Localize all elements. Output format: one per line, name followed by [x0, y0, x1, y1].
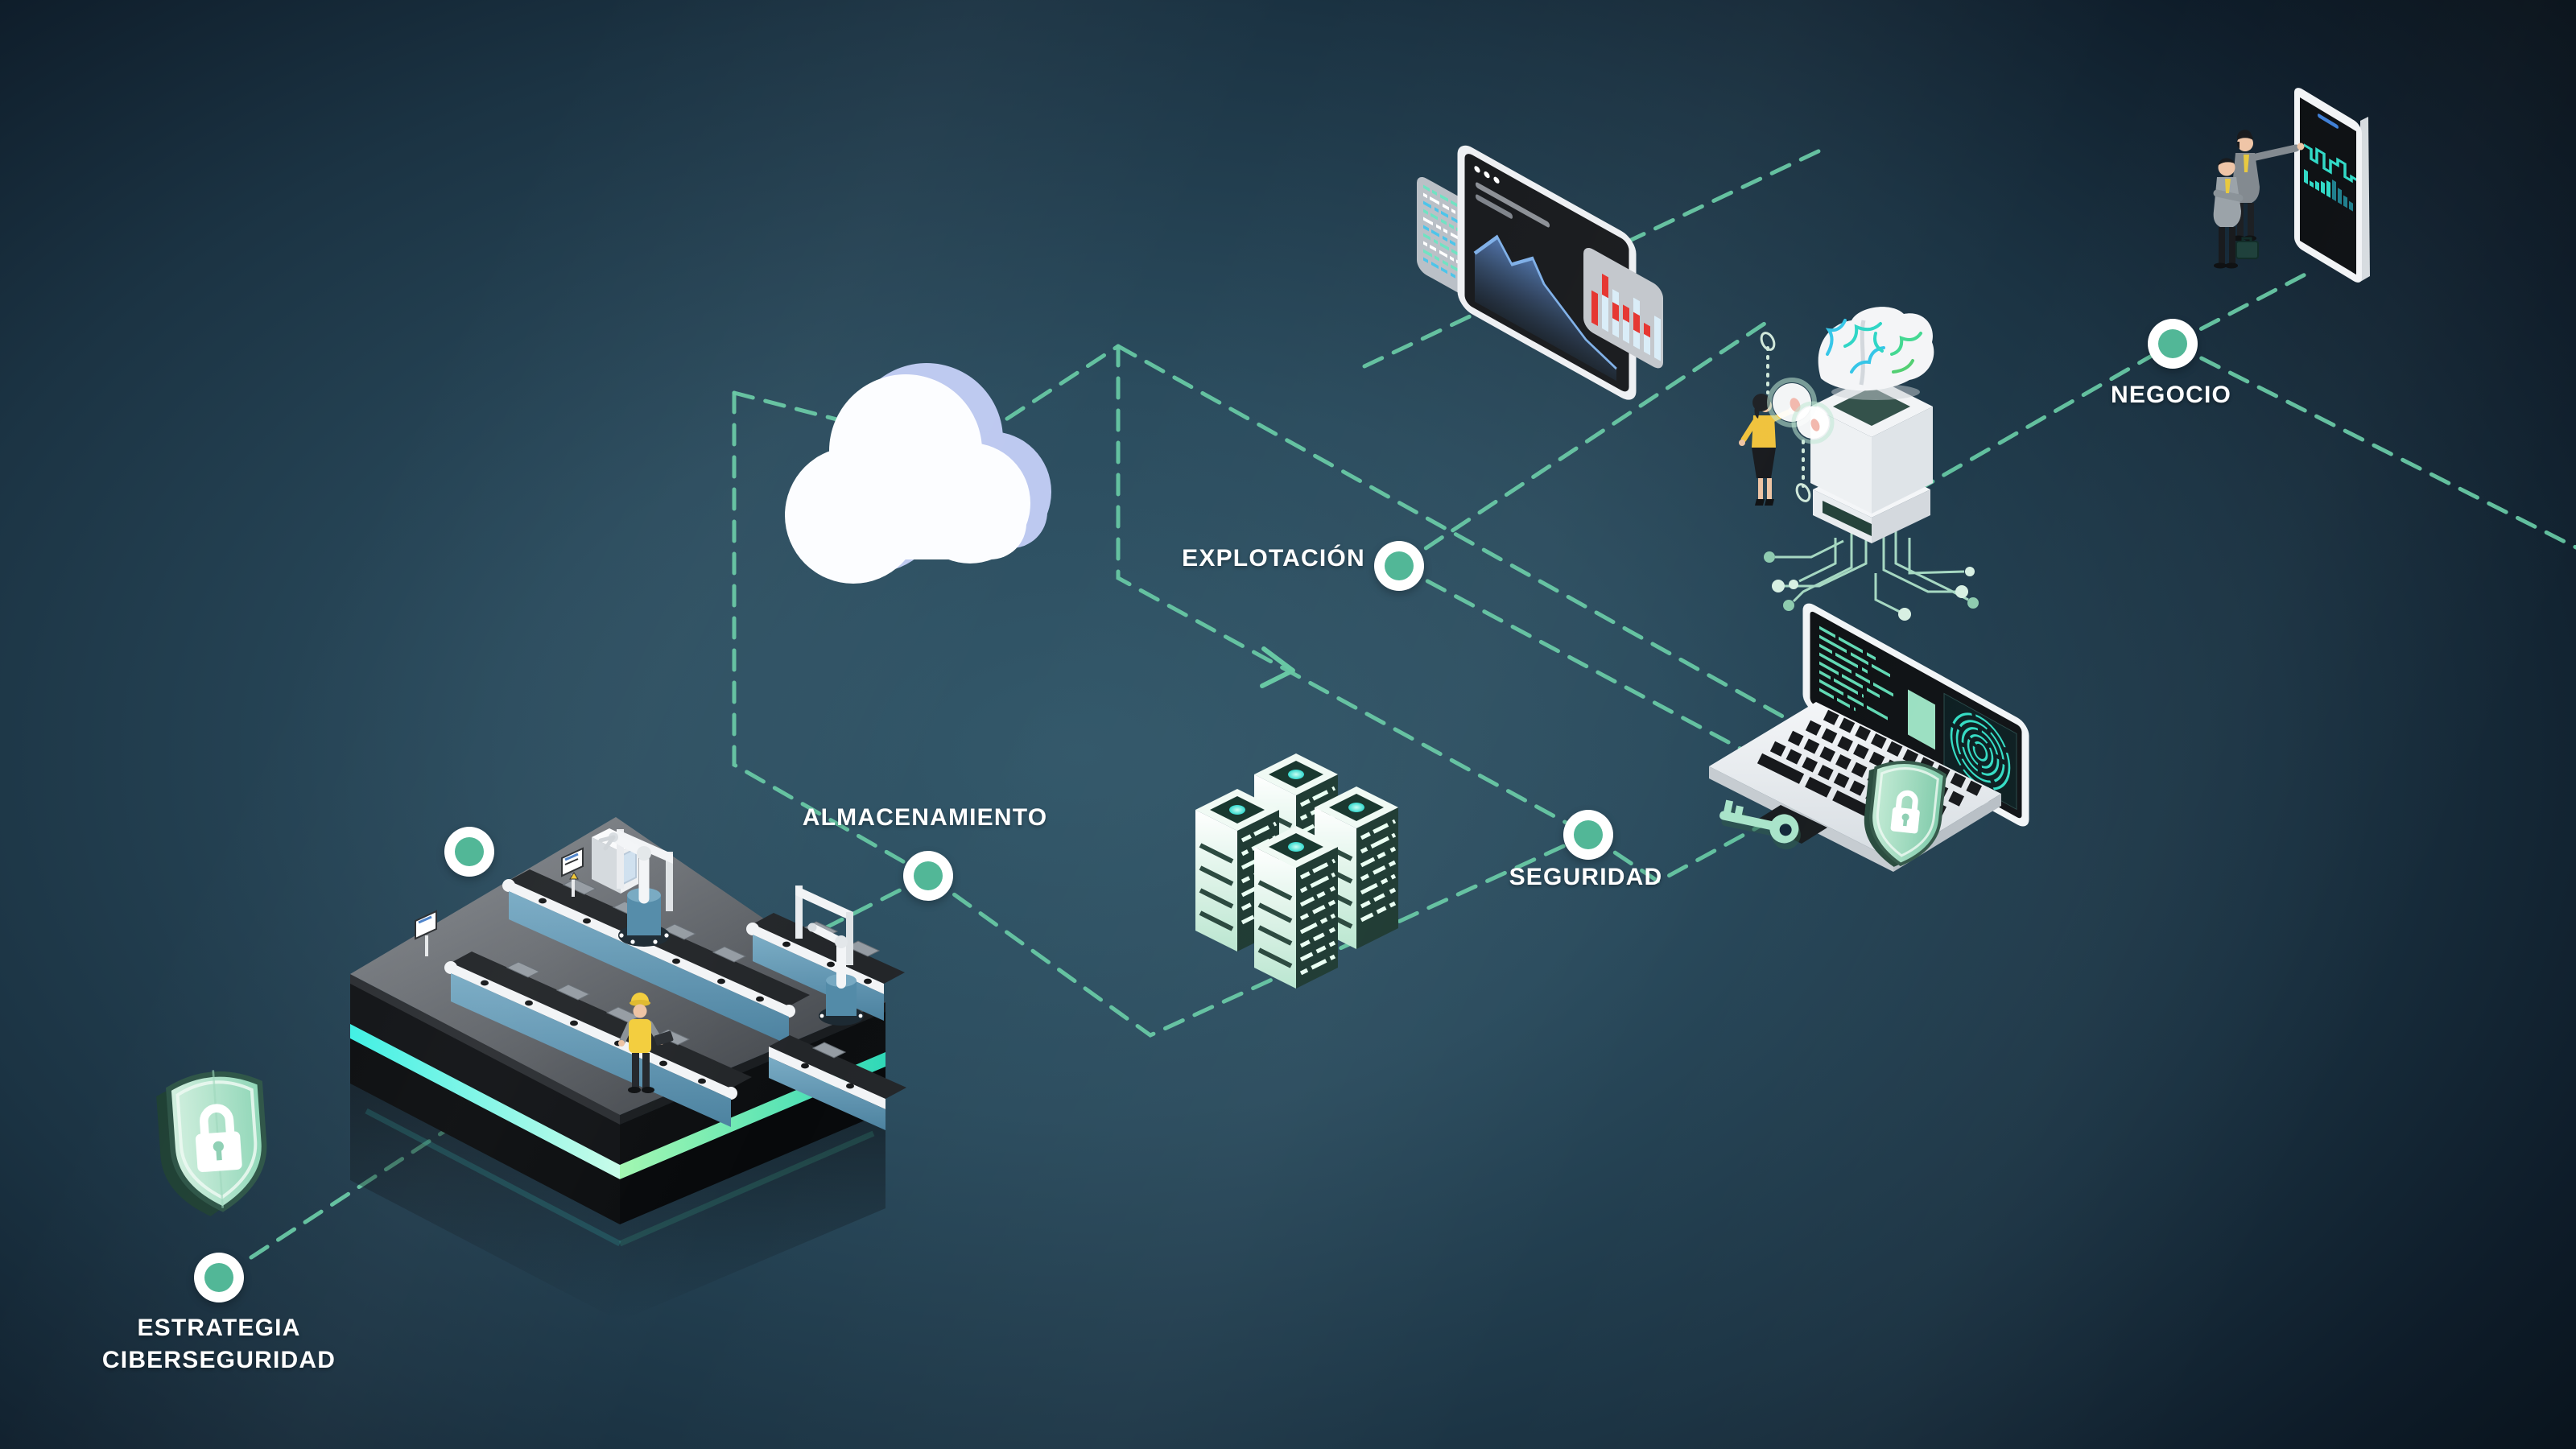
analytics-dashboard-icon: [1417, 145, 1663, 400]
label-estrategia-ciberseguridad: ESTRATEGIA CIBERSEGURIDAD: [102, 1312, 336, 1377]
shield-padlock-small-icon: [1864, 761, 1946, 867]
business-smartphone-icon: [2213, 88, 2370, 283]
label-line: SEGURIDAD: [1509, 864, 1663, 890]
node-core: [204, 1263, 233, 1292]
key-icon: [1719, 799, 1801, 850]
node-planta-industrial: [444, 827, 494, 877]
padlock-icon: [195, 1104, 242, 1172]
server-tower: [1195, 753, 1398, 989]
label-line: EXPLOTACIÓN: [1182, 545, 1365, 572]
platform-glow-left: [350, 1024, 620, 1179]
businessman-pointing: [2231, 130, 2305, 242]
businessman-front: [2213, 158, 2259, 269]
server-racks-icon: [1195, 753, 1398, 989]
phone-bar-chart: [2304, 169, 2353, 212]
smartphone: [2294, 88, 2362, 283]
ai-brain-machine-icon: [1739, 307, 1979, 621]
arrowhead: [1260, 646, 1295, 688]
conveyor-belt-short: [769, 1035, 906, 1130]
label-seguridad: SEGURIDAD: [1509, 861, 1663, 894]
factory-worker: [618, 993, 674, 1093]
node-almacenamiento: [903, 851, 953, 901]
circuit-dots: [1764, 551, 1979, 621]
node-core: [1385, 551, 1414, 580]
floating-bubbles: [1760, 332, 1835, 502]
smart-factory-illustration: [350, 817, 906, 1321]
node-core: [914, 861, 943, 890]
label-almacenamiento: ALMACENAMIENTO: [803, 802, 1048, 834]
node-core: [455, 837, 484, 866]
cnc-machine: [592, 828, 638, 894]
brain-icon: [1818, 307, 1934, 400]
label-explotacion: EXPLOTACIÓN: [1182, 543, 1365, 575]
node-seguridad: [1563, 810, 1613, 860]
label-line: NEGOCIO: [2110, 382, 2232, 408]
phone-line-chart: [2304, 143, 2356, 184]
node-core: [2158, 329, 2187, 358]
conveyor-belt-right: [746, 886, 905, 1026]
node-estrategia-ciberseguridad: [194, 1253, 244, 1302]
secure-laptop-icon: [1709, 603, 2029, 872]
shield-padlock-icon: [156, 1070, 267, 1216]
label-line: ALMACENAMIENTO: [802, 804, 1048, 831]
label-line: CIBERSEGURIDAD: [101, 1347, 336, 1373]
robot-arm: [598, 832, 670, 947]
conveyor-belt-front: [415, 910, 752, 1127]
node-explotacion: [1374, 541, 1424, 591]
node-core: [1574, 820, 1603, 849]
glow-bars: [1817, 421, 1928, 493]
label-negocio: NEGOCIO: [2111, 379, 2231, 411]
cloud-icon: [785, 363, 1051, 584]
bar-chart-panel: [1583, 247, 1663, 369]
briefcase: [2235, 241, 2259, 259]
control-sign: [561, 847, 584, 897]
node-negocio: [2148, 319, 2198, 369]
label-line: ESTRATEGIA: [137, 1315, 301, 1341]
